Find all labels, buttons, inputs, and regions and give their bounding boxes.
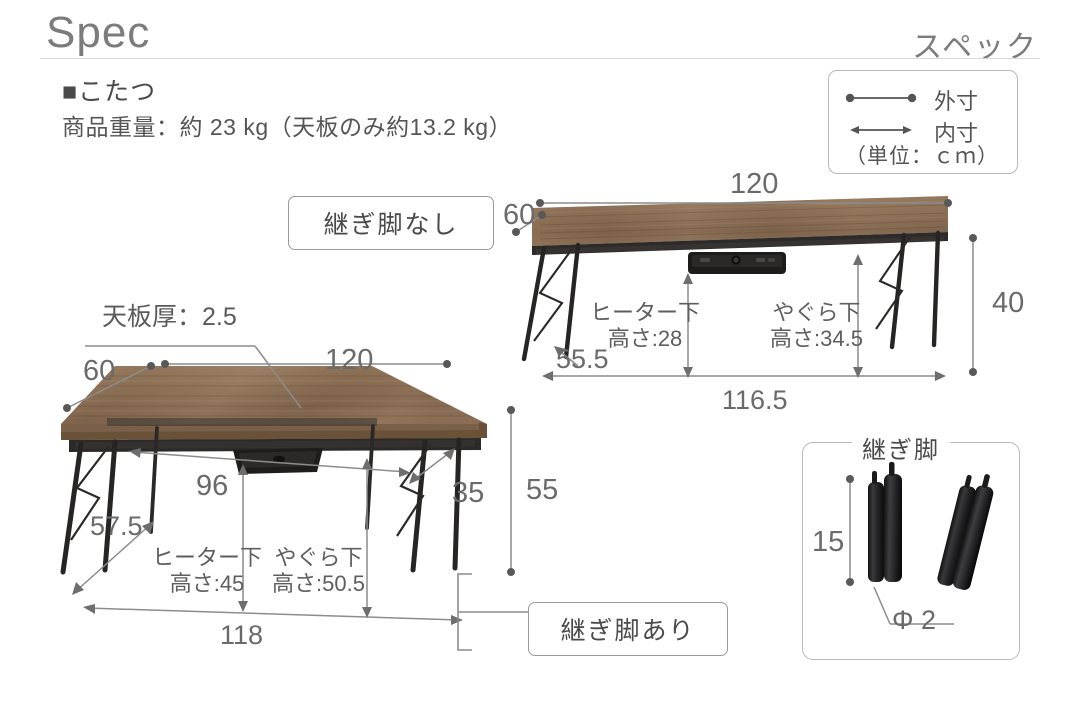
upper-heater-label: ヒーター下 高さ:28 (590, 300, 700, 352)
upper-depth-value: 60 (503, 199, 536, 231)
lower-inner-width-value: 118 (220, 620, 264, 650)
lower-leg-inset-value: 35 (452, 477, 485, 509)
callout-with-extension: 継ぎ脚あり (528, 602, 728, 656)
upper-width-value: 120 (730, 168, 779, 200)
lower-diagonal-value: 57.5 (90, 511, 143, 541)
lower-table-illustration (60, 366, 487, 575)
callout-without-extension: 継ぎ脚なし (288, 196, 494, 250)
legend-box (828, 70, 1018, 174)
lower-yagura-label: やぐら下 高さ:50.5 (272, 545, 365, 597)
lower-width-value: 120 (325, 344, 374, 376)
lower-yagura-value-text: 高さ:50.5 (272, 570, 365, 596)
page-title-japanese: スペック (912, 31, 1038, 64)
extension-height-value: 15 (812, 526, 845, 558)
legend-unit-note: （単位：ｃｍ） (845, 145, 999, 168)
lower-inner-span-value: 96 (196, 470, 229, 502)
upper-heater-label-text: ヒーター下 (590, 300, 701, 325)
upper-yagura-label: やぐら下 高さ:34.5 (770, 300, 863, 352)
upper-height-value: 40 (992, 287, 1025, 319)
upper-yagura-label-text: やぐら下 (772, 300, 861, 325)
lower-yagura-label-text: やぐら下 (274, 545, 363, 570)
lower-heater-value-text: 高さ:45 (169, 570, 245, 596)
leg-extension-illustration (846, 462, 994, 625)
product-heading: ■こたつ (62, 78, 157, 106)
legend-inner-label: 内寸 (934, 121, 979, 146)
upper-yagura-value-text: 高さ:34.5 (770, 325, 863, 351)
page-title: Spec (46, 8, 151, 57)
lower-table-dimensions (63, 345, 515, 625)
header-divider (40, 58, 1040, 59)
extension-diameter-value: Φ 2 (892, 605, 937, 635)
lower-heater-label: ヒーター下 高さ:45 (152, 545, 262, 597)
lower-height-value: 55 (526, 474, 559, 506)
legend-outer-label: 外寸 (934, 89, 979, 114)
lower-depth-value: 60 (83, 355, 116, 387)
upper-table-dimensions (512, 199, 977, 381)
leg-extension-box-title: 継ぎ脚 (852, 430, 950, 465)
lower-top-thickness-label: 天板厚：2.5 (102, 303, 237, 331)
upper-inner-width-value: 116.5 (722, 385, 788, 415)
extension-connector-bracket (457, 573, 530, 651)
legend-symbols (845, 93, 917, 134)
lower-heater-label-text: ヒーター下 (152, 545, 263, 570)
upper-heater-value-text: 高さ:28 (607, 325, 683, 351)
product-weight: 商品重量：約 23 kg（天板のみ約13.2 kg） (62, 114, 513, 140)
upper-diagonal-value: 55.5 (556, 344, 609, 374)
